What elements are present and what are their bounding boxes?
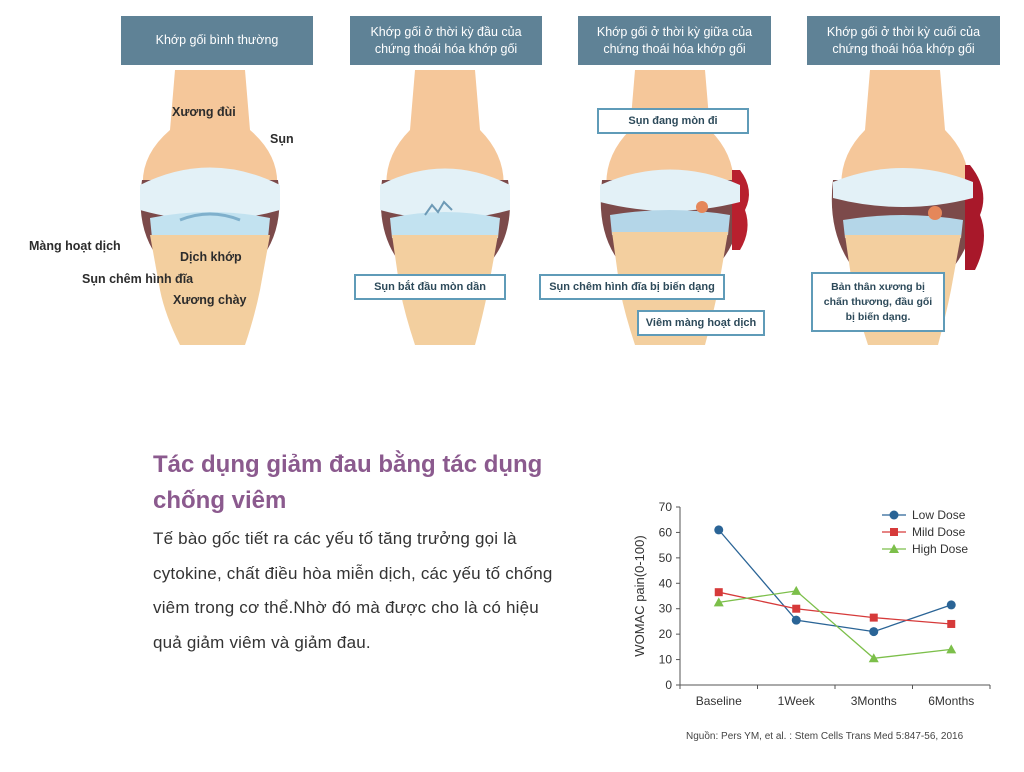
data-point xyxy=(791,615,801,625)
data-point xyxy=(714,525,724,535)
callout-text: Sụn chêm hình đĩa bị biến dạng xyxy=(549,281,715,293)
stage-header-mid: Khớp gối ở thời kỳ giữa của chứng thoái … xyxy=(578,16,771,65)
label-femur: Xương đùi xyxy=(172,105,236,119)
label-synovium: Màng hoạt dịch xyxy=(29,239,121,253)
legend-marker xyxy=(889,544,899,553)
callout-text: Bản thân xương bị chấn thương, đầu gối b… xyxy=(823,280,933,323)
label-cartilage: Sụn xyxy=(270,132,294,146)
knee-illustration-mid xyxy=(600,70,749,345)
x-tick-label: 6Months xyxy=(928,694,974,708)
y-tick-label: 40 xyxy=(659,576,673,590)
article-heading: Tác dụng giảm đau bằng tác dụng chống vi… xyxy=(153,451,543,514)
series-line-2 xyxy=(718,590,952,659)
stage-title: Khớp gối ở thời kỳ giữa của chứng thoái … xyxy=(596,24,753,56)
stage-title: Khớp gối ở thời kỳ đầu của chứng thoái h… xyxy=(370,24,522,56)
knee-illustration-normal xyxy=(140,70,280,345)
data-point xyxy=(946,600,956,610)
legend-label: High Dose xyxy=(912,542,968,556)
stage-title: Khớp gối ở thời kỳ cuối của chứng thoái … xyxy=(826,24,981,56)
y-tick-label: 60 xyxy=(659,525,673,539)
label-tibia: Xương chày xyxy=(173,293,247,307)
callout-mid-cartilage-wearing: Sụn đang mòn đi xyxy=(597,108,749,134)
stage-title: Khớp gối bình thường xyxy=(155,33,279,47)
legend-marker xyxy=(890,528,898,536)
y-tick-label: 70 xyxy=(659,500,673,514)
label-meniscus: Sụn chêm hình đĩa xyxy=(82,272,194,286)
callout-text: Viêm màng hoạt dịch xyxy=(645,317,757,329)
callout-text: Sụn đang mòn đi xyxy=(628,115,718,127)
x-tick-label: 1Week xyxy=(778,694,816,708)
article-body: Tế bào gốc tiết ra các yếu tố tăng trưởn… xyxy=(153,529,553,652)
y-tick-label: 30 xyxy=(659,602,673,616)
source-citation: Nguồn: Pers YM, et al. : Stem Cells Tran… xyxy=(686,731,964,742)
y-axis-label: WOMAC pain(0-100) xyxy=(632,535,647,656)
callout-early-cartilage-wear: Sụn bắt đầu mòn dần xyxy=(354,274,506,300)
data-point xyxy=(792,604,801,613)
data-point xyxy=(947,619,956,628)
x-tick-label: 3Months xyxy=(851,694,897,708)
callout-mid-meniscus-deformed: Sụn chêm hình đĩa bị biến dạng xyxy=(539,274,725,300)
data-point xyxy=(869,627,879,637)
data-point xyxy=(868,653,879,663)
callout-text: Sụn bắt đầu mòn dần xyxy=(374,281,486,293)
legend-label: Mild Dose xyxy=(912,525,966,539)
knee-illustration-early xyxy=(380,70,510,345)
legend-marker xyxy=(889,510,899,520)
data-point xyxy=(869,613,878,622)
data-point xyxy=(946,644,957,654)
y-tick-label: 0 xyxy=(665,678,672,692)
x-tick-label: Baseline xyxy=(696,694,742,708)
series-line-0 xyxy=(718,529,952,633)
label-synovial-fluid: Dịch khớp xyxy=(180,250,242,264)
data-point xyxy=(713,597,724,607)
callout-mid-synovitis: Viêm màng hoạt dịch xyxy=(637,310,765,336)
callout-late-bone-damage: Bản thân xương bị chấn thương, đầu gối b… xyxy=(811,272,945,332)
legend-label: Low Dose xyxy=(912,508,966,522)
stage-header-early: Khớp gối ở thời kỳ đầu của chứng thoái h… xyxy=(350,16,542,65)
stage-header-normal: Khớp gối bình thường xyxy=(121,16,313,65)
y-tick-label: 50 xyxy=(659,551,673,565)
series-line-1 xyxy=(718,591,952,625)
stage-header-late: Khớp gối ở thời kỳ cuối của chứng thoái … xyxy=(807,16,1000,65)
data-point xyxy=(791,585,802,595)
y-tick-label: 10 xyxy=(659,653,673,667)
data-point xyxy=(714,588,723,597)
y-tick-label: 20 xyxy=(659,627,673,641)
